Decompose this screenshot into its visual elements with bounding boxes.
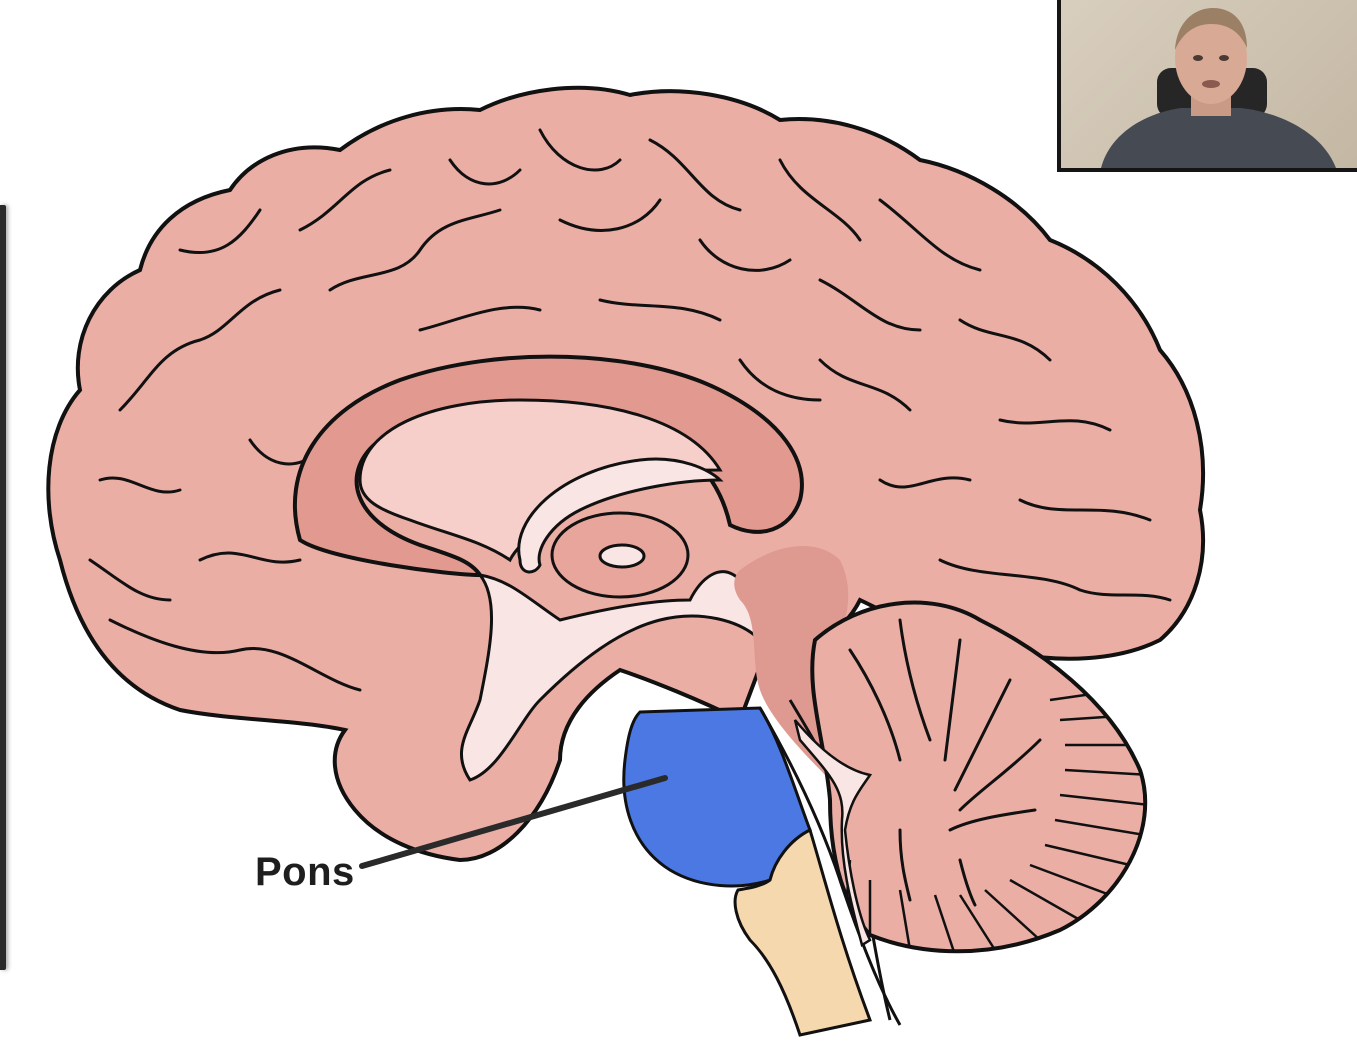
pons-highlight bbox=[622, 706, 812, 888]
fourth-ventricle bbox=[793, 719, 873, 947]
pons-label: Pons bbox=[255, 850, 355, 894]
sulci-lines bbox=[88, 128, 1172, 692]
left-edge-handle[interactable] bbox=[0, 205, 6, 970]
interthalamic-adhesion bbox=[598, 543, 646, 569]
third-ventricle bbox=[459, 570, 766, 782]
pons-pointer-line bbox=[359, 775, 668, 869]
presenter-icon bbox=[1101, 8, 1336, 168]
medulla-oblongata bbox=[733, 827, 873, 1037]
corpus-callosum bbox=[292, 354, 804, 578]
fornix bbox=[517, 457, 724, 574]
webcam-video bbox=[1061, 0, 1357, 168]
midbrain bbox=[734, 546, 860, 790]
cerebellum bbox=[810, 600, 1148, 954]
presenter-webcam[interactable] bbox=[1057, 0, 1357, 172]
